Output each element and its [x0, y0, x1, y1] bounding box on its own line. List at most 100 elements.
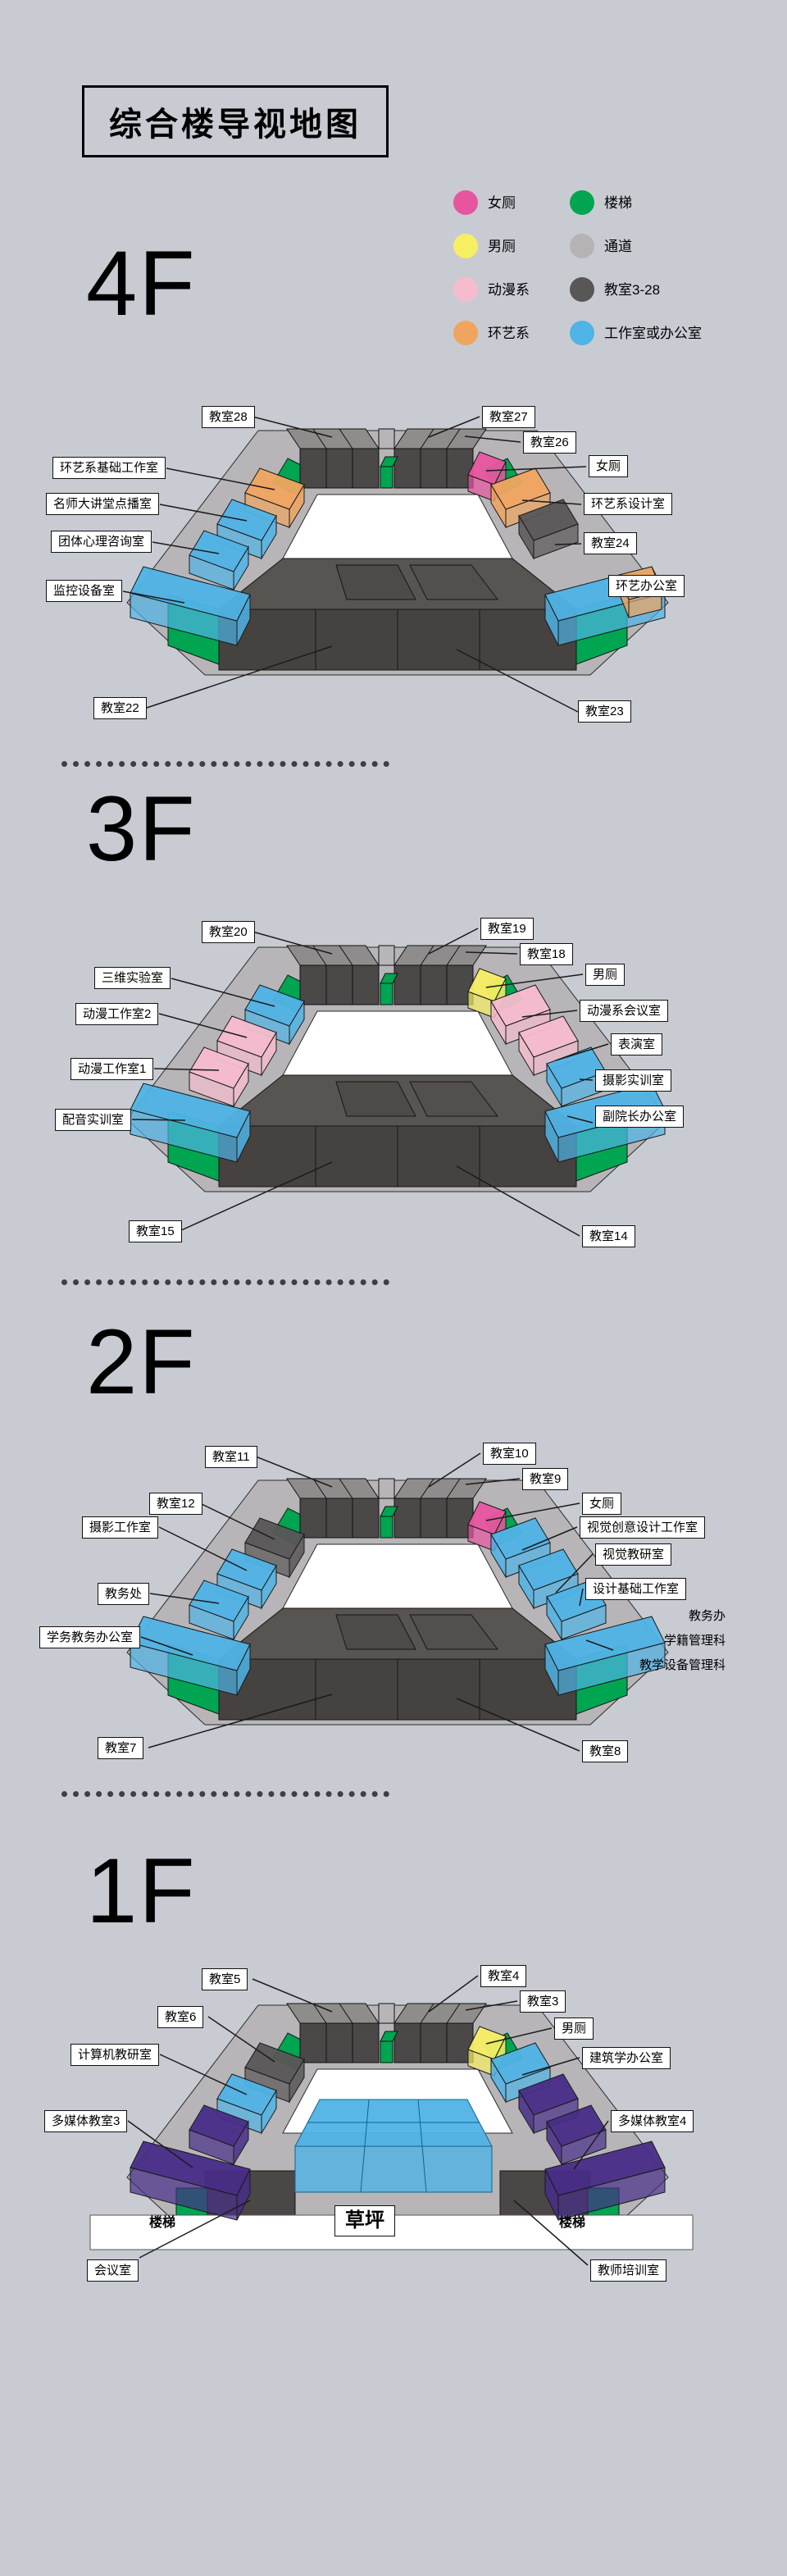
room-label: 环艺办公室 — [608, 575, 685, 597]
section-divider — [61, 1279, 389, 1285]
leader-line — [122, 590, 185, 604]
leader-line — [158, 1526, 248, 1571]
room-label: 教室4 — [480, 1965, 527, 1987]
leader-line — [554, 543, 582, 545]
leader-line — [485, 466, 587, 472]
floor-map-1f — [89, 1975, 694, 2266]
room-block-top — [216, 1548, 277, 1591]
room-label: 表演室 — [611, 1033, 663, 1055]
floor-section-2f: 2F 教室11 教室10 教室9 教室12 女厕 摄影工作室 视觉创意设计工作室… — [0, 1312, 787, 1796]
office-text-block: 教务办 学籍管理科 教学设备管理科 — [574, 1604, 726, 1678]
leader-line — [456, 1698, 580, 1752]
floor-title: 1F — [86, 1840, 197, 1942]
room-label: 团体心理咨询室 — [51, 531, 152, 553]
legend-swatch-women-toilet — [453, 190, 478, 215]
leader-line — [465, 2000, 518, 2011]
leader-line — [428, 1975, 479, 2013]
room-block-top — [189, 1580, 249, 1622]
room-label: 动漫工作室1 — [71, 1058, 154, 1080]
room-label: 摄影实训室 — [595, 1069, 672, 1092]
room-label: 教室6 — [157, 2006, 204, 2028]
leader-line — [465, 1478, 521, 1485]
leader-line — [252, 1978, 333, 2013]
room-label: 建筑学办公室 — [582, 2047, 671, 2069]
leader-line — [555, 1553, 594, 1593]
leader-line — [139, 2200, 251, 2259]
room-block-top — [189, 1046, 249, 1089]
leader-line — [149, 1593, 220, 1604]
room-block-top — [518, 2073, 579, 2116]
leader-line — [521, 1010, 578, 1018]
lawn-label: 草坪 — [334, 2205, 395, 2236]
room-label: 动漫工作室2 — [75, 1003, 159, 1025]
room-label: 教室22 — [93, 697, 147, 719]
legend-item: 工作室或办公室 — [570, 321, 702, 345]
leader-line — [171, 978, 275, 1007]
leader-line — [456, 1165, 580, 1237]
legend-item: 通道 — [570, 234, 632, 258]
legend-swatch-env-art-dept — [453, 321, 478, 345]
room-label: 教室26 — [523, 431, 576, 454]
room-block-top — [216, 1015, 277, 1058]
room-block-top — [130, 2141, 251, 2196]
floor-map-3f — [126, 928, 669, 1237]
room-label: 多媒体教室4 — [611, 2110, 694, 2132]
legend-label: 教室3-28 — [604, 281, 661, 298]
legend-swatch-corridor — [570, 234, 594, 258]
legend-item: 教室3-28 — [570, 277, 660, 302]
room-label: 教室3 — [520, 1990, 566, 2013]
legend-swatch-animation-dept — [453, 277, 478, 302]
room-label: 视觉教研室 — [595, 1543, 672, 1566]
leader-line — [521, 499, 582, 505]
leader-line — [159, 504, 248, 522]
leader-line — [573, 2120, 609, 2170]
room-block-top — [189, 2104, 249, 2147]
leader-line — [153, 1068, 220, 1071]
room-label: 教室7 — [98, 1737, 144, 1759]
room-label: 教室14 — [582, 1225, 635, 1247]
legend-swatch-studio-office — [570, 321, 594, 345]
room-block-top — [244, 1517, 305, 1560]
room-label: 教务处 — [98, 1583, 150, 1605]
stairs-text-left: 楼梯 — [149, 2216, 176, 2230]
room-label: 教室28 — [202, 406, 255, 428]
room-label: 教室27 — [482, 406, 535, 428]
legend-item: 动漫系 — [453, 277, 530, 302]
leader-line — [566, 1115, 594, 1124]
room-label: 配音实训室 — [55, 1109, 132, 1131]
room-label: 教室5 — [202, 1968, 248, 1990]
leader-line — [143, 645, 333, 709]
room-block-top — [130, 566, 251, 622]
room-label: 教室12 — [149, 1493, 202, 1515]
room-label: 教室18 — [520, 943, 573, 965]
legend-label: 女厕 — [488, 194, 516, 211]
leader-line — [207, 2016, 275, 2063]
floor-map-2f — [126, 1452, 669, 1752]
room-block-top — [490, 1517, 551, 1560]
leader-line — [465, 951, 518, 955]
floor-section-1f: 1F 教室5 教室4 教室3 教室6 男厕 计算机教研室 建筑学办公室 多媒体教… — [0, 1825, 787, 2341]
leader-line — [152, 541, 220, 554]
room-label: 计算机教研室 — [71, 2044, 160, 2066]
room-block-top — [490, 2042, 551, 2085]
legend-item: 女厕 — [453, 190, 516, 215]
legend-label: 男厕 — [488, 238, 516, 254]
room-label: 教室8 — [582, 1740, 629, 1762]
room-label: 女厕 — [589, 455, 629, 477]
leader-line — [485, 973, 584, 988]
legend-swatch-men-toilet — [453, 234, 478, 258]
room-label: 女厕 — [582, 1493, 622, 1515]
legend-item: 男厕 — [453, 234, 516, 258]
leader-line — [131, 1119, 186, 1121]
leader-line — [464, 435, 521, 443]
legend-label: 通道 — [604, 238, 632, 254]
room-block-top — [189, 530, 249, 572]
room-block-top — [244, 2042, 305, 2085]
leader-line — [158, 1013, 248, 1038]
leader-line — [148, 1694, 333, 1748]
room-block-top — [518, 499, 579, 541]
floor-section-3f: 3F 教室20 教室19 教室18 三维实验室 男厕 动漫工作室2 动漫系会议室… — [0, 783, 787, 1279]
leader-line — [585, 1639, 614, 1651]
room-label: 教室15 — [129, 1220, 182, 1242]
section-divider — [61, 761, 389, 767]
